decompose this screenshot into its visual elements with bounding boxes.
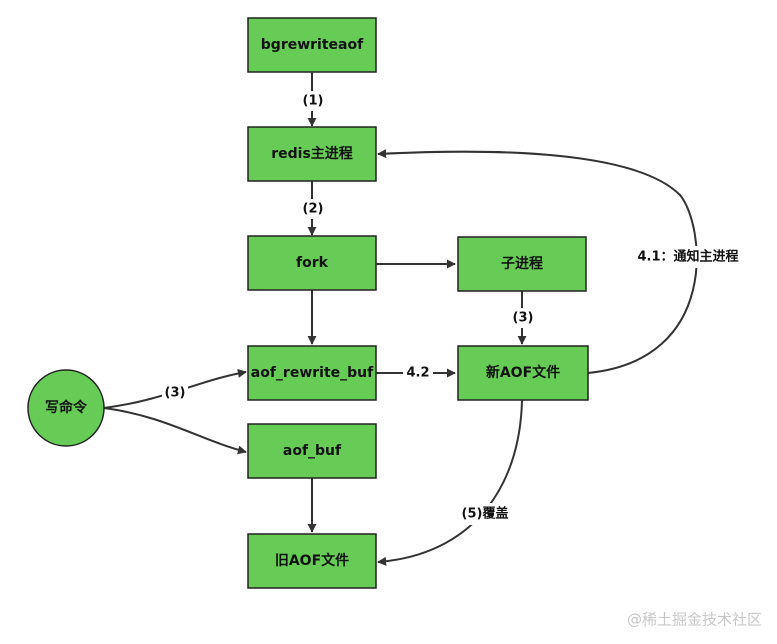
node-old-aof: 旧AOF文件: [247, 533, 377, 589]
edge-label-step3-child-text: (3): [513, 311, 534, 326]
node-new-aof-label: 新AOF文件: [486, 364, 560, 381]
node-child-process: 子进程: [457, 236, 587, 292]
edge-label-step1-text: (1): [303, 94, 324, 109]
node-bgrewriteaof: bgrewriteaof: [247, 17, 377, 73]
edge-label-step1: (1): [300, 91, 326, 111]
edge-label-step4-2-text: 4.2: [406, 366, 429, 381]
node-fork: fork: [247, 235, 377, 291]
node-child-process-label: 子进程: [501, 256, 543, 272]
node-aof-rewrite-buf: aof_rewrite_buf: [247, 345, 377, 401]
node-old-aof-label: 旧AOF文件: [275, 552, 349, 569]
edge-label-step3-write: (3): [162, 383, 188, 403]
node-redis-main-label: redis主进程: [271, 145, 353, 162]
node-aof-buf: aof_buf: [247, 423, 377, 479]
edge-label-step4-1: 4.1：通知主进程: [632, 246, 744, 268]
watermark-text: @稀土掘金技术社区: [627, 611, 762, 629]
node-aof-buf-label: aof_buf: [283, 443, 342, 459]
node-fork-label: fork: [296, 255, 329, 271]
edge-new-aof-to-old-aof: [377, 399, 523, 566]
edge-write-cmd-to-aof-buf: [103, 407, 247, 455]
node-new-aof: 新AOF文件: [457, 345, 589, 401]
node-write-cmd: 写命令: [27, 369, 105, 447]
edge-new-aof-to-redis: [377, 149, 698, 374]
node-bgrewriteaof-label: bgrewriteaof: [261, 37, 364, 53]
edge-label-step5-text: (5)覆盖: [462, 506, 509, 522]
edge-label-step2-text: (2): [303, 202, 324, 217]
node-aof-rewrite-buf-label: aof_rewrite_buf: [251, 365, 374, 381]
edge-label-step4-1-text: 4.1：通知主进程: [637, 249, 738, 265]
edge-label-step5: (5)覆盖: [455, 503, 515, 525]
edge-label-step3-write-text: (3): [165, 386, 186, 401]
edge-label-step3-child: (3): [510, 308, 536, 328]
edge-label-step2: (2): [300, 199, 326, 219]
node-redis-main: redis主进程: [247, 126, 377, 182]
node-write-cmd-label: 写命令: [45, 399, 88, 416]
edge-label-step4-2: 4.2: [403, 363, 433, 383]
